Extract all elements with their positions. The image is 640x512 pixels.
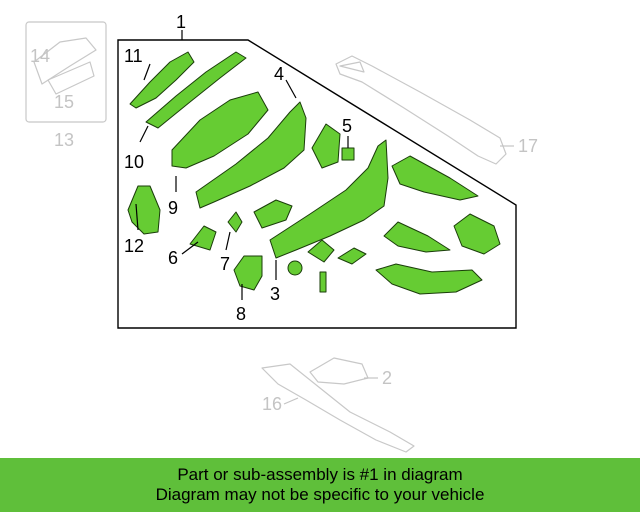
callout-3[interactable]: 3 [270,284,280,304]
callout-17[interactable]: 17 [518,136,538,156]
highlighted-parts [127,51,501,295]
callout-15[interactable]: 15 [54,92,74,112]
ghost-part-13-group [25,21,107,123]
callout-11[interactable]: 11 [124,46,143,66]
callout-13[interactable]: 13 [54,130,74,150]
callout-2[interactable]: 2 [382,368,392,388]
assembly-boundary [117,39,517,329]
callout-14[interactable]: 14 [30,46,50,66]
callout-7[interactable]: 7 [220,254,230,274]
ghost-part-17 [335,55,507,165]
callout-12[interactable]: 12 [124,236,144,256]
parts-diagram: 1 14 15 13 17 2 16 [25,12,538,453]
callout-5[interactable]: 5 [342,116,352,136]
callout-10[interactable]: 10 [124,152,144,172]
ghost-part-2 [309,357,369,385]
banner-line-2: Diagram may not be specific to your vehi… [155,485,485,504]
ghost-part-16 [261,363,415,453]
callout-8[interactable]: 8 [236,304,246,324]
callout-9[interactable]: 9 [168,198,178,218]
callout-6[interactable]: 6 [168,248,178,268]
callout-4[interactable]: 4 [274,64,284,84]
callout-1[interactable]: 1 [176,12,186,32]
banner-line-1: Part or sub-assembly is #1 in diagram [177,465,463,484]
callout-16[interactable]: 16 [262,394,282,414]
info-banner: Part or sub-assembly is #1 in diagram Di… [0,458,640,512]
